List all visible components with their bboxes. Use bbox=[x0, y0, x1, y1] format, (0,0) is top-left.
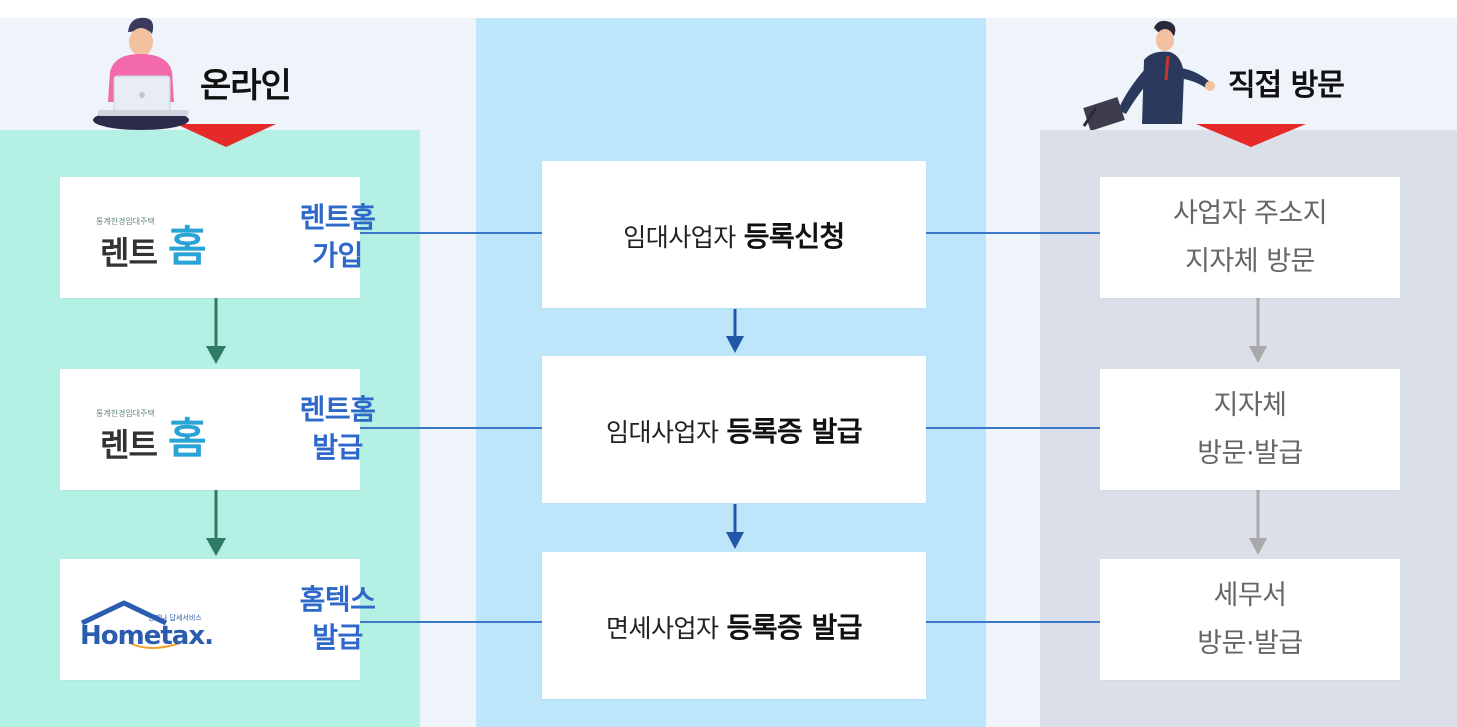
renthome-issue-label: 렌트홈 발급 bbox=[299, 393, 376, 464]
pointer-marker-icon bbox=[176, 124, 276, 147]
renthome-join-card[interactable]: 통계한경임대주택 렌트 홈 렌트홈 가입 bbox=[60, 177, 376, 298]
logo-tagline: 통계한경임대주택 bbox=[96, 409, 155, 418]
renthome-logo-mark: 홈 bbox=[168, 414, 207, 463]
arrow-down-icon bbox=[1249, 490, 1267, 555]
local-office-visit-step: 사업자 주소지 지자체 방문 bbox=[1100, 177, 1400, 298]
renthome-logo-text: 렌트 bbox=[100, 426, 158, 464]
businessman-icon bbox=[1082, 20, 1215, 130]
arrow-down-icon bbox=[726, 309, 744, 353]
hometax-tagline: 언제나 답세서비스 bbox=[148, 614, 202, 622]
online-heading: 온라인 bbox=[200, 66, 292, 106]
renthome-logo-mark: 홈 bbox=[168, 222, 207, 271]
pointer-marker-icon bbox=[1196, 124, 1306, 147]
hometax-logo-icon bbox=[80, 600, 181, 649]
hometax-issue-card[interactable]: 언제나 답세서비스 Hometax. 홈텍스 발급 bbox=[60, 559, 376, 680]
renthome-join-label: 렌트홈 가입 bbox=[299, 201, 376, 272]
visit-heading: 직접 방문 bbox=[1228, 68, 1345, 103]
logo-tagline: 통계한경임대주택 bbox=[96, 217, 155, 226]
renthome-issue-card[interactable]: 통계한경임대주택 렌트 홈 렌트홈 발급 bbox=[60, 369, 376, 490]
hometax-issue-label: 홈텍스 발급 bbox=[299, 583, 376, 654]
renthome-logo-text: 렌트 bbox=[100, 234, 158, 272]
local-office-issue-step: 지자체 방문·발급 bbox=[1100, 369, 1400, 490]
arrow-down-icon bbox=[726, 504, 744, 549]
arrow-down-icon bbox=[206, 490, 226, 556]
arrow-down-icon bbox=[206, 298, 226, 364]
hometax-logo-text: Hometax. bbox=[80, 621, 214, 651]
tax-office-issue-step: 세무서 방문·발급 bbox=[1100, 559, 1400, 680]
laptop-user-icon bbox=[93, 17, 189, 130]
arrow-down-icon bbox=[1249, 298, 1267, 363]
